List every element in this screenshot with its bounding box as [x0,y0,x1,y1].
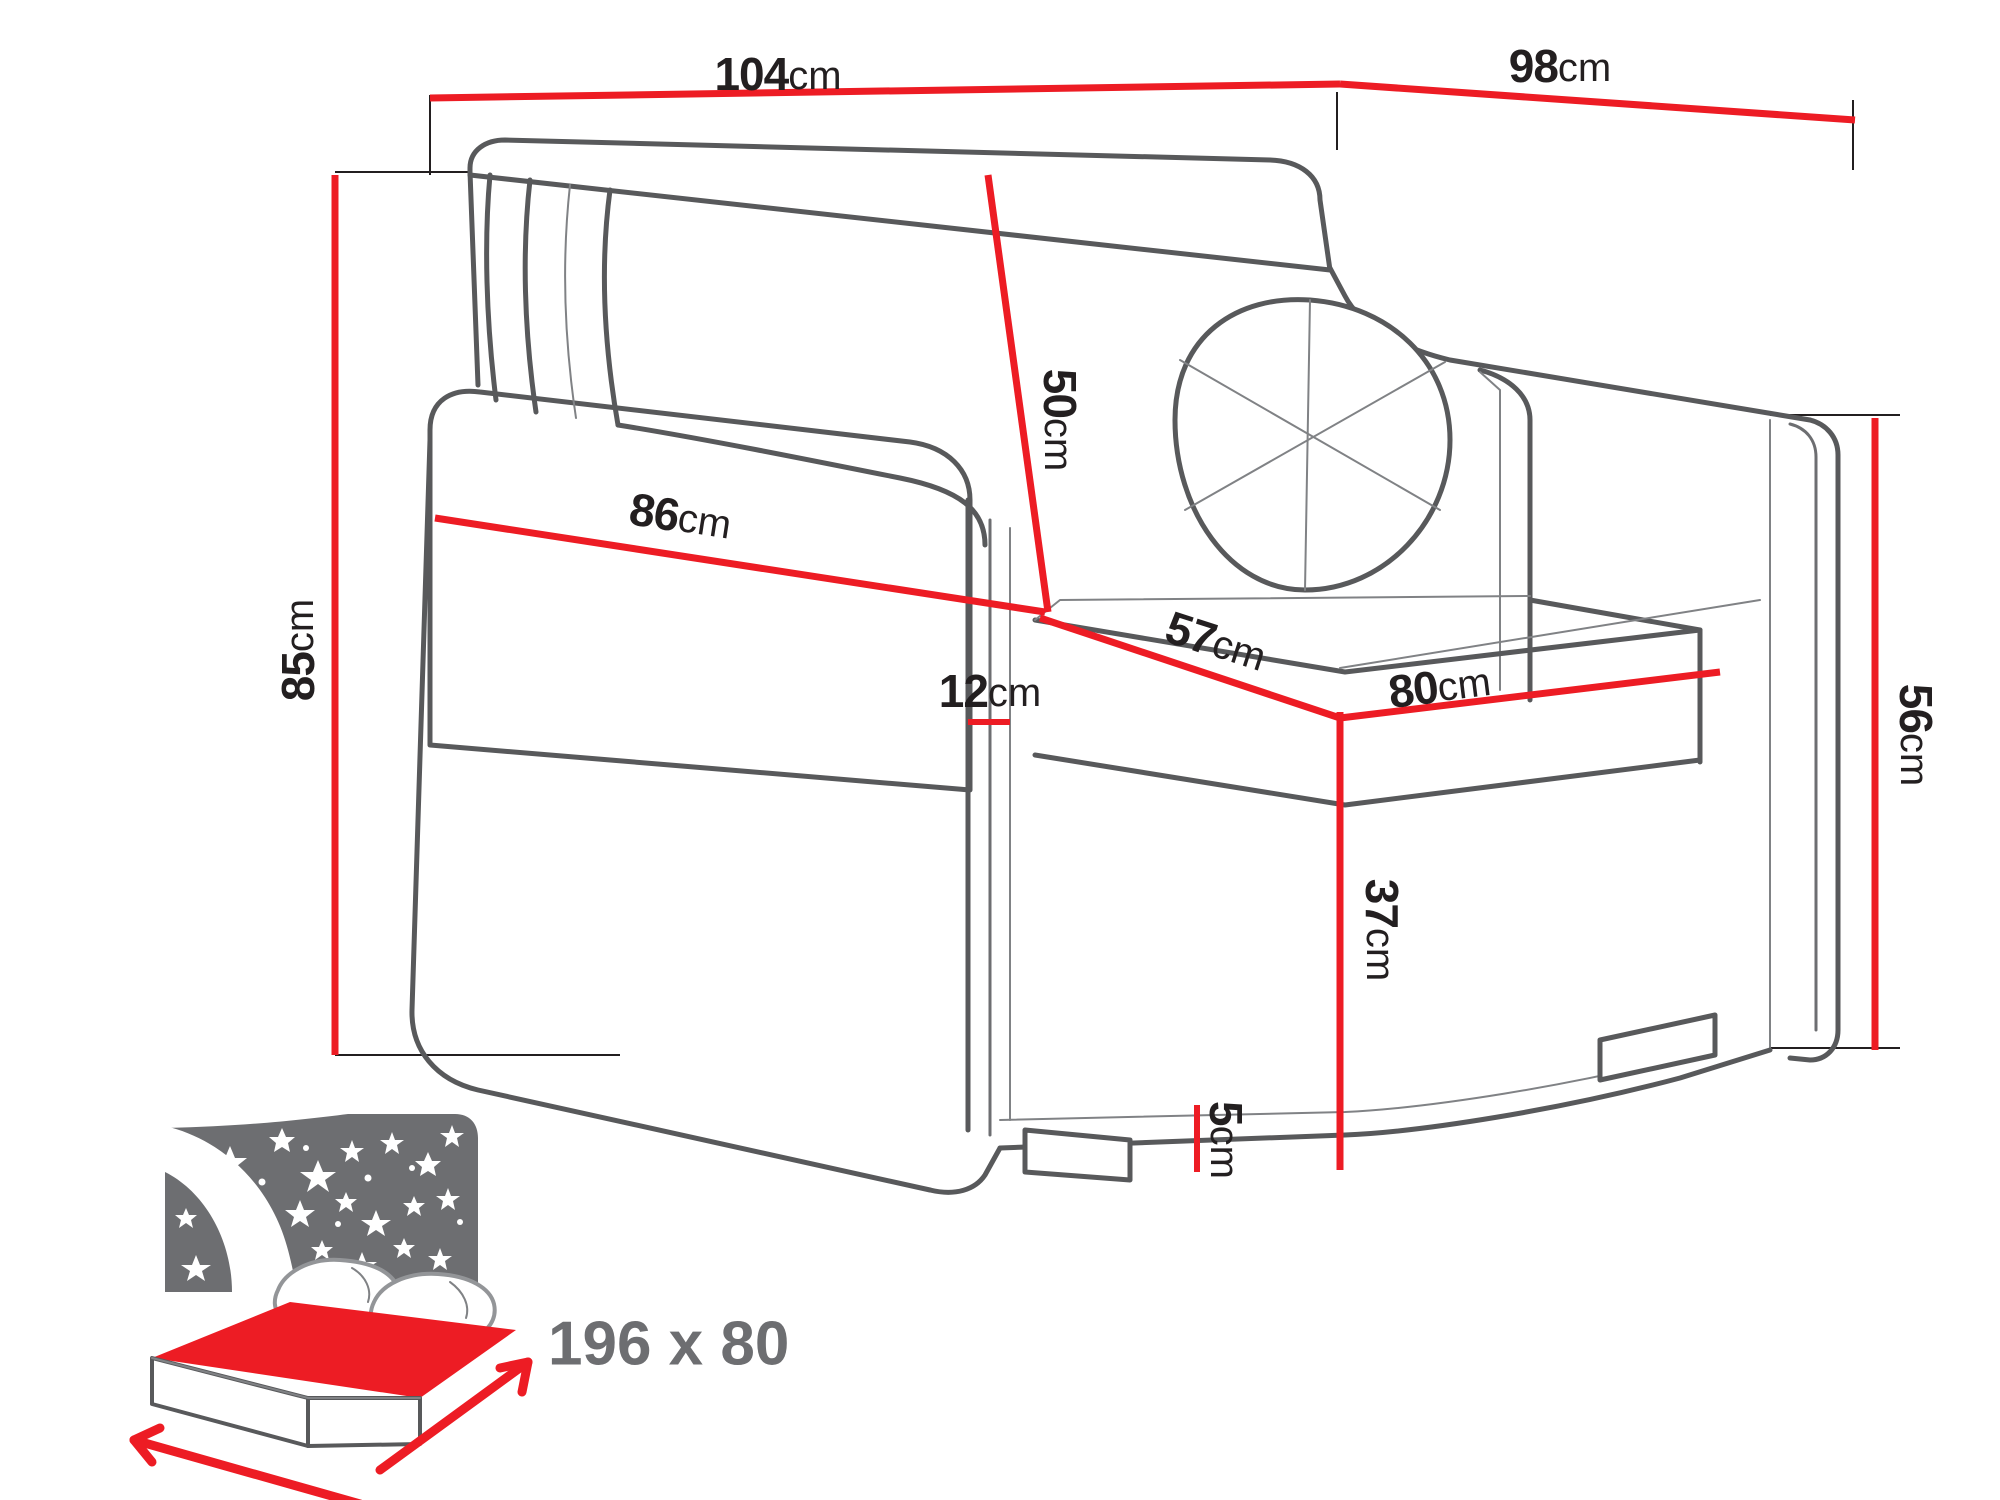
star-field [175,1125,464,1299]
dim-label-37: 37cm [1356,879,1408,982]
backrest-top-edge [467,137,1333,273]
right-arm-outer [1787,417,1841,1063]
right-arm-inner-face [1479,371,1501,691]
dim-line-86 [434,514,1046,616]
dim-label-57: 57cm [1159,601,1273,682]
dim-label-5: 5cm [1200,1101,1252,1179]
seat-cushion-top [1032,597,1703,675]
seat-right-perspective-line [1339,599,1761,669]
back-cushion-a [484,172,499,403]
sleeping-surface-icon: 196 x 80 [129,1114,789,1500]
mattress-width-arrowhead [495,1357,533,1397]
mattress-length-arrow [129,1435,363,1500]
dimension-labels: 104cm 98cm 85cm 50cm 86cm 57cm [272,40,1942,1179]
back-cushion-seam [564,184,577,419]
round-cushion [1172,297,1453,593]
cushion-seam-diag-1 [1179,359,1441,511]
seat-back-joint [1034,595,1531,621]
cushion-seam-vertical [1304,299,1311,591]
round-cushion-body [1172,297,1453,593]
base-front-upper-edge [999,1054,1691,1121]
left-arm-bottom-corner [927,1145,1003,1195]
back-cushion-b [522,177,539,415]
pillow-right-crease [449,1281,469,1319]
mattress-size-label: 196 x 80 [548,1309,789,1378]
mattress-top-face [152,1302,516,1398]
back-cushion-c [601,187,621,428]
dim-label-85: 85cm [272,599,324,702]
dim-label-12: 12cm [939,665,1042,717]
dim-label-56: 56cm [1890,684,1942,787]
mattress-side-right [306,1396,422,1448]
backrest-left-edge [467,169,481,388]
dim-label-50: 50cm [1034,369,1086,472]
mattress-width-arrow [375,1357,533,1475]
mattress-length-arrowhead [129,1423,165,1467]
dim-label-80: 80cm [1385,654,1493,718]
inner-back-lower-edge [615,422,988,548]
dim-label-86: 86cm [626,483,735,550]
left-arm-top [427,388,973,793]
dim-line-57 [1038,614,1342,722]
pillow-left-crease [351,1267,371,1303]
mattress-top-edge-line [151,1357,421,1399]
dim-line-80 [1339,668,1721,722]
dim-label-104: 104cm [714,48,841,100]
right-arm-outer-seam [1788,422,1818,1032]
dim-line-50 [984,174,1052,613]
base-front-bottom-edge [997,1047,1773,1151]
dim-label-98: 98cm [1509,40,1612,92]
front-left-leg [1022,1127,1133,1183]
dim-line-104 [429,80,1341,102]
cushion-seam-diag-2 [1184,361,1446,511]
dim-line-98 [1339,80,1856,124]
seat-front-top-edge [1032,752,1703,808]
left-arm-outer-panel [409,437,933,1193]
dimension-lines [331,80,1879,1172]
armchair-illustration [409,137,1841,1195]
right-arm-front-edge [1477,367,1533,703]
front-right-leg [1597,1012,1718,1083]
